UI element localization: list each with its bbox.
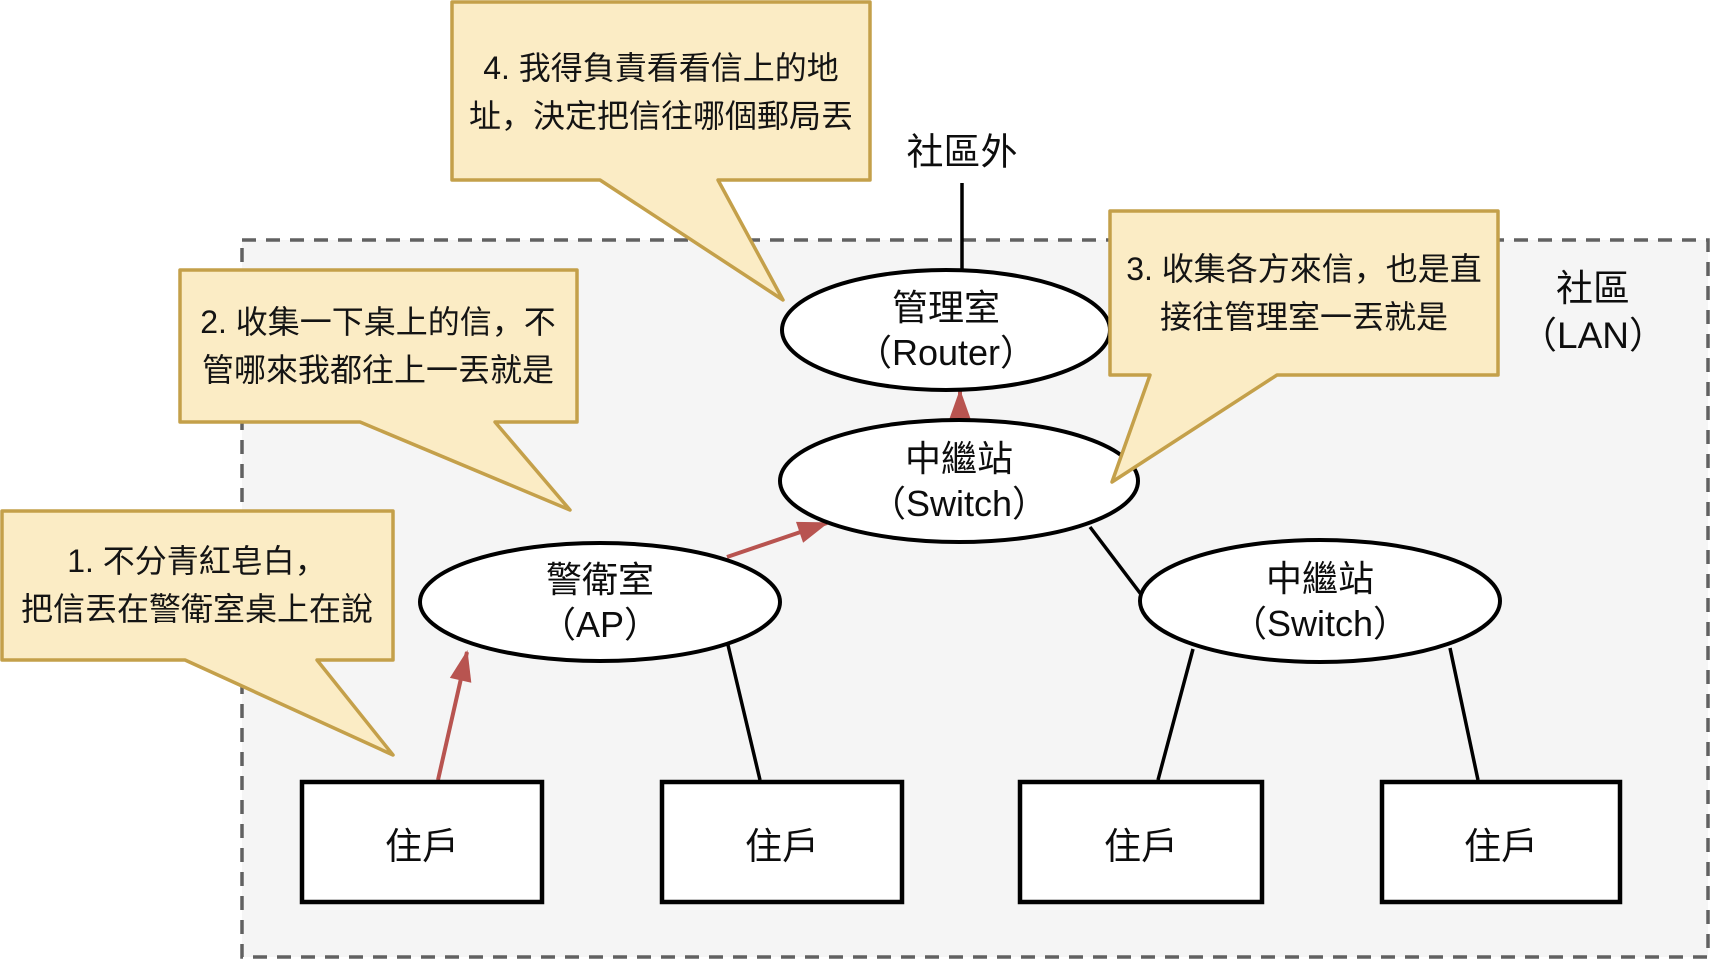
bubble-1-text: 1. 不分青紅皂白， 把信丟在警衛室桌上在說: [20, 543, 374, 627]
bubble-3-shape: [1108, 209, 1500, 484]
edge-rightswitch-to-house4: [1448, 647, 1480, 781]
bubble-2-shape: [178, 268, 579, 512]
ap-label: 警衛室 （AP）: [539, 559, 661, 645]
center-switch-node: [778, 418, 1140, 544]
bubble-2-text: 2. 收集一下桌上的信，不 管哪來我都往上一丟就是: [200, 304, 556, 388]
house-3-label: 住戶: [1104, 826, 1178, 867]
house-node-1: [299, 779, 545, 905]
center-switch-label: 中繼站 （Switch）: [869, 438, 1049, 524]
bubble-3-text: 3. 收集各方來信，也是直 接往管理室一丟就是: [1126, 251, 1482, 335]
edge-centerswitch-to-rightswitch: [1088, 525, 1145, 599]
ap-node: [418, 541, 782, 663]
lan-zone-label: 社區 （LAN）: [1520, 268, 1666, 356]
house-2-label: 住戶: [745, 826, 819, 867]
house-node-3: [1017, 779, 1265, 905]
bubble-1-shape: [0, 509, 395, 757]
house-4-label: 住戶: [1464, 826, 1538, 867]
edge-ap-to-house2: [726, 644, 762, 781]
arrow-ap-to-switch: [726, 521, 829, 559]
router-label: 管理室 （Router）: [855, 287, 1037, 373]
arrow-house1-to-ap: [436, 650, 472, 781]
edge-rightswitch-to-house3: [1156, 648, 1195, 781]
bubble-4-shape: [450, 0, 872, 302]
house-node-2: [659, 779, 905, 905]
house-1-label: 住戶: [385, 826, 459, 867]
right-switch-label: 中繼站 （Switch）: [1230, 558, 1410, 644]
house-node-4: [1379, 779, 1623, 905]
outside-label: 社區外: [906, 131, 1018, 173]
bubble-4-text: 4. 我得負責看看信上的地 址，決定把信往哪個郵局丟: [468, 50, 854, 134]
right-switch-node: [1138, 538, 1502, 664]
